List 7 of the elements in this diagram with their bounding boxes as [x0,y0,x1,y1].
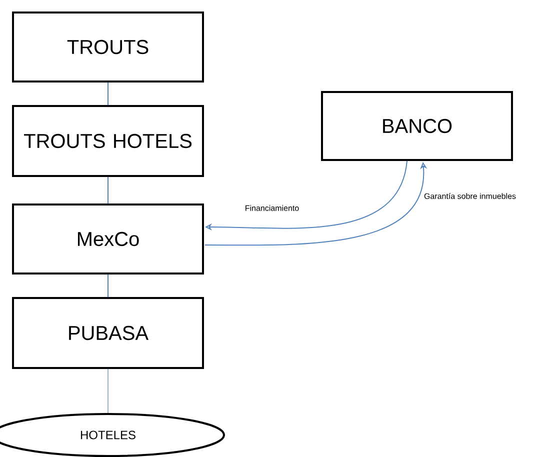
edge-label: Garantía sobre inmuebles [422,192,518,200]
entity-box: TROUTS HOTELS [12,105,204,177]
entity-box: TROUTS [12,12,204,82]
entity-box: PUBASA [12,297,204,369]
entity-box: BANCO [321,91,513,161]
entity-box: MexCo [12,204,204,274]
edge-label: Financiamiento [244,204,300,212]
